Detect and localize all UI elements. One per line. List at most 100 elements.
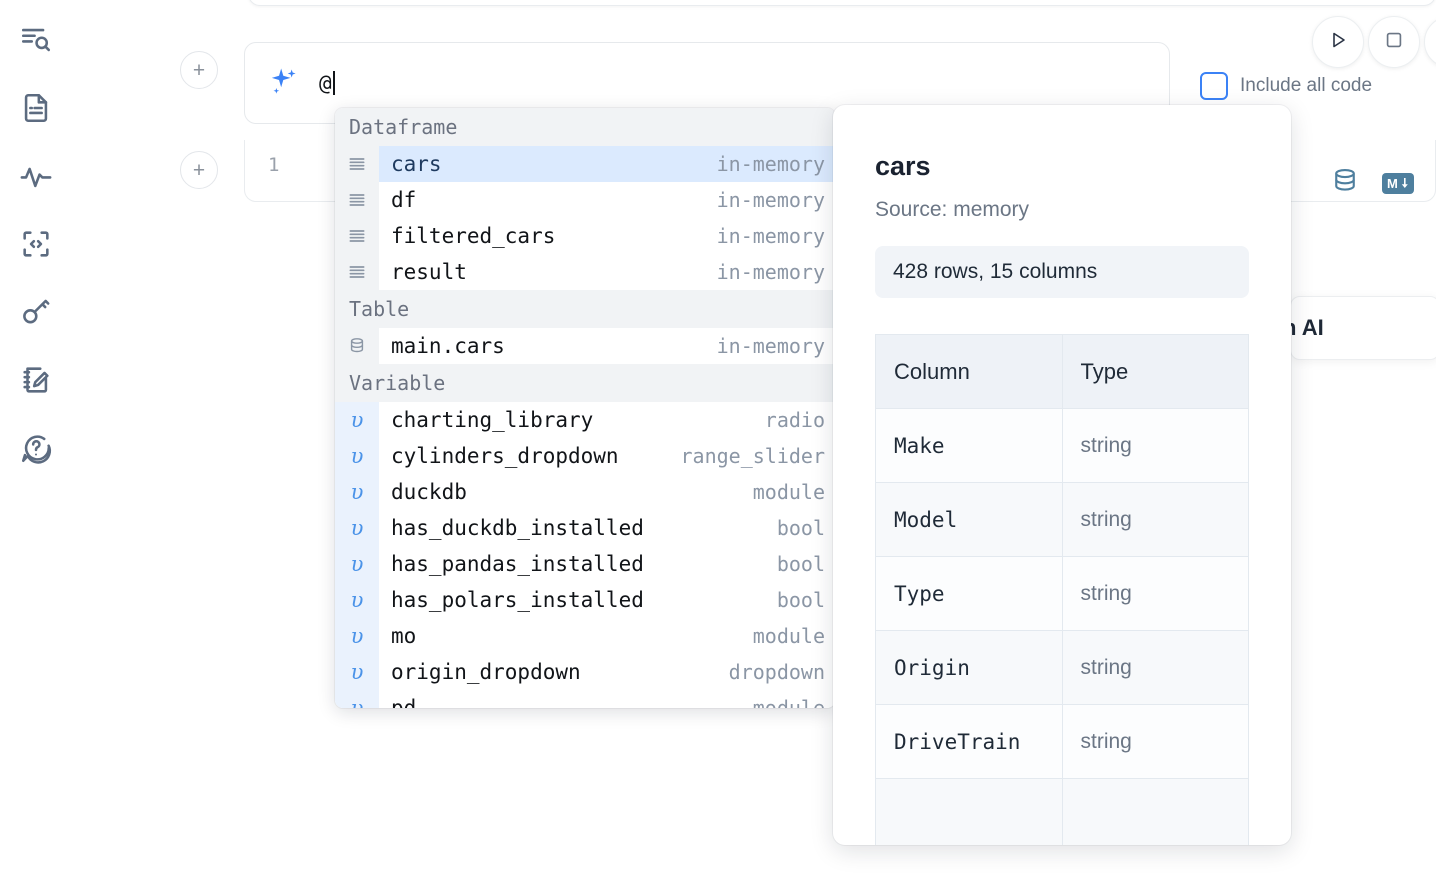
extra-action-button[interactable] — [1424, 16, 1436, 68]
autocomplete-item-body: duckdb module — [379, 474, 835, 510]
autocomplete-item-name: cylinders_dropdown — [391, 444, 619, 468]
table-cell-column — [875, 778, 1063, 845]
variable-icon: υ — [335, 402, 379, 438]
table-cell-type: string — [1061, 408, 1249, 483]
markdown-icon[interactable]: M — [1382, 173, 1415, 194]
preview-title: cars — [875, 151, 931, 181]
document-icon — [19, 91, 53, 125]
autocomplete-item-type: module — [752, 624, 825, 648]
autocomplete-item-name: duckdb — [391, 480, 467, 504]
notebook-pencil-icon — [19, 363, 53, 397]
text-caret — [332, 71, 335, 95]
variable-icon: υ — [335, 438, 379, 474]
include-all-code-checkbox[interactable] — [1200, 72, 1228, 100]
autocomplete-item-name: cars — [391, 152, 442, 176]
autocomplete-item-type: module — [752, 696, 825, 708]
table-cell-type: string — [1061, 704, 1249, 779]
add-cell-button-bottom[interactable]: + — [180, 151, 218, 189]
stop-icon — [1383, 29, 1405, 56]
sidebar-item-activity[interactable] — [14, 154, 58, 198]
add-cell-button-top[interactable]: + — [180, 51, 218, 89]
variable-icon: υ — [335, 618, 379, 654]
variable-icon: υ — [335, 690, 379, 708]
run-button[interactable] — [1312, 16, 1364, 68]
table-cell-type: string — [1061, 556, 1249, 631]
table-header-row: Column Type — [875, 334, 1249, 409]
include-all-code-row[interactable]: Include all code — [1200, 72, 1372, 100]
autocomplete-item-type: in-memory — [716, 224, 825, 248]
sidebar-item-scratchpad[interactable] — [14, 358, 58, 402]
dataframe-preview-panel: cars Source: memory 428 rows, 15 columns… — [833, 105, 1291, 845]
autocomplete-item-body: pd module — [379, 690, 835, 708]
autocomplete-item-name: has_polars_installed — [391, 588, 644, 612]
previous-cell-clipped — [248, 0, 1436, 6]
variable-icon: υ — [335, 654, 379, 690]
autocomplete-item[interactable]: υ cylinders_dropdown range_slider — [335, 438, 835, 474]
autocomplete-group-header: Dataframe — [335, 108, 835, 146]
sidebar-item-secrets[interactable] — [14, 290, 58, 334]
sidebar-item-help[interactable] — [14, 426, 58, 470]
sidebar-item-snippets[interactable] — [14, 222, 58, 266]
autocomplete-item-name: pd — [391, 696, 417, 708]
autocomplete-group-header: Variable — [335, 364, 835, 402]
table-cell-column: Model — [875, 482, 1063, 557]
sidebar-item-search-outline[interactable] — [14, 18, 58, 62]
column-header-type: Type — [1061, 334, 1249, 409]
autocomplete-item-name: origin_dropdown — [391, 660, 581, 684]
autocomplete-item-body: cylinders_dropdown range_slider — [379, 438, 835, 474]
ai-tooltip-clipped[interactable]: h AI — [1283, 296, 1436, 360]
chat-question-icon — [19, 431, 53, 465]
sidebar-item-document[interactable] — [14, 86, 58, 130]
markdown-label: M — [1387, 176, 1399, 191]
sparkle-icon — [267, 65, 301, 99]
autocomplete-item-type: bool — [776, 552, 825, 576]
column-header-column: Column — [875, 334, 1063, 409]
autocomplete-item-type: radio — [764, 408, 825, 432]
autocomplete-item-type: in-memory — [716, 188, 825, 212]
table-cell-column: DriveTrain — [875, 704, 1063, 779]
autocomplete-item-type: module — [752, 480, 825, 504]
table-icon — [335, 328, 379, 364]
variable-icon: υ — [335, 546, 379, 582]
variable-icon: υ — [335, 474, 379, 510]
table-cell-column: Make — [875, 408, 1063, 483]
stop-button[interactable] — [1368, 16, 1420, 68]
line-number: 1 — [268, 154, 280, 176]
autocomplete-item[interactable]: df in-memory — [335, 182, 835, 218]
autocomplete-item-type: bool — [776, 516, 825, 540]
table-cell-type: string — [1061, 630, 1249, 705]
table-cell-column: Type — [875, 556, 1063, 631]
autocomplete-item-type: range_slider — [680, 444, 826, 468]
database-icon[interactable] — [1330, 166, 1360, 201]
include-all-code-label: Include all code — [1240, 75, 1373, 96]
autocomplete-item-body: df in-memory — [379, 182, 835, 218]
sidebar-rail — [0, 0, 72, 874]
table-cell-type — [1061, 778, 1249, 845]
autocomplete-item-name: df — [391, 188, 417, 212]
